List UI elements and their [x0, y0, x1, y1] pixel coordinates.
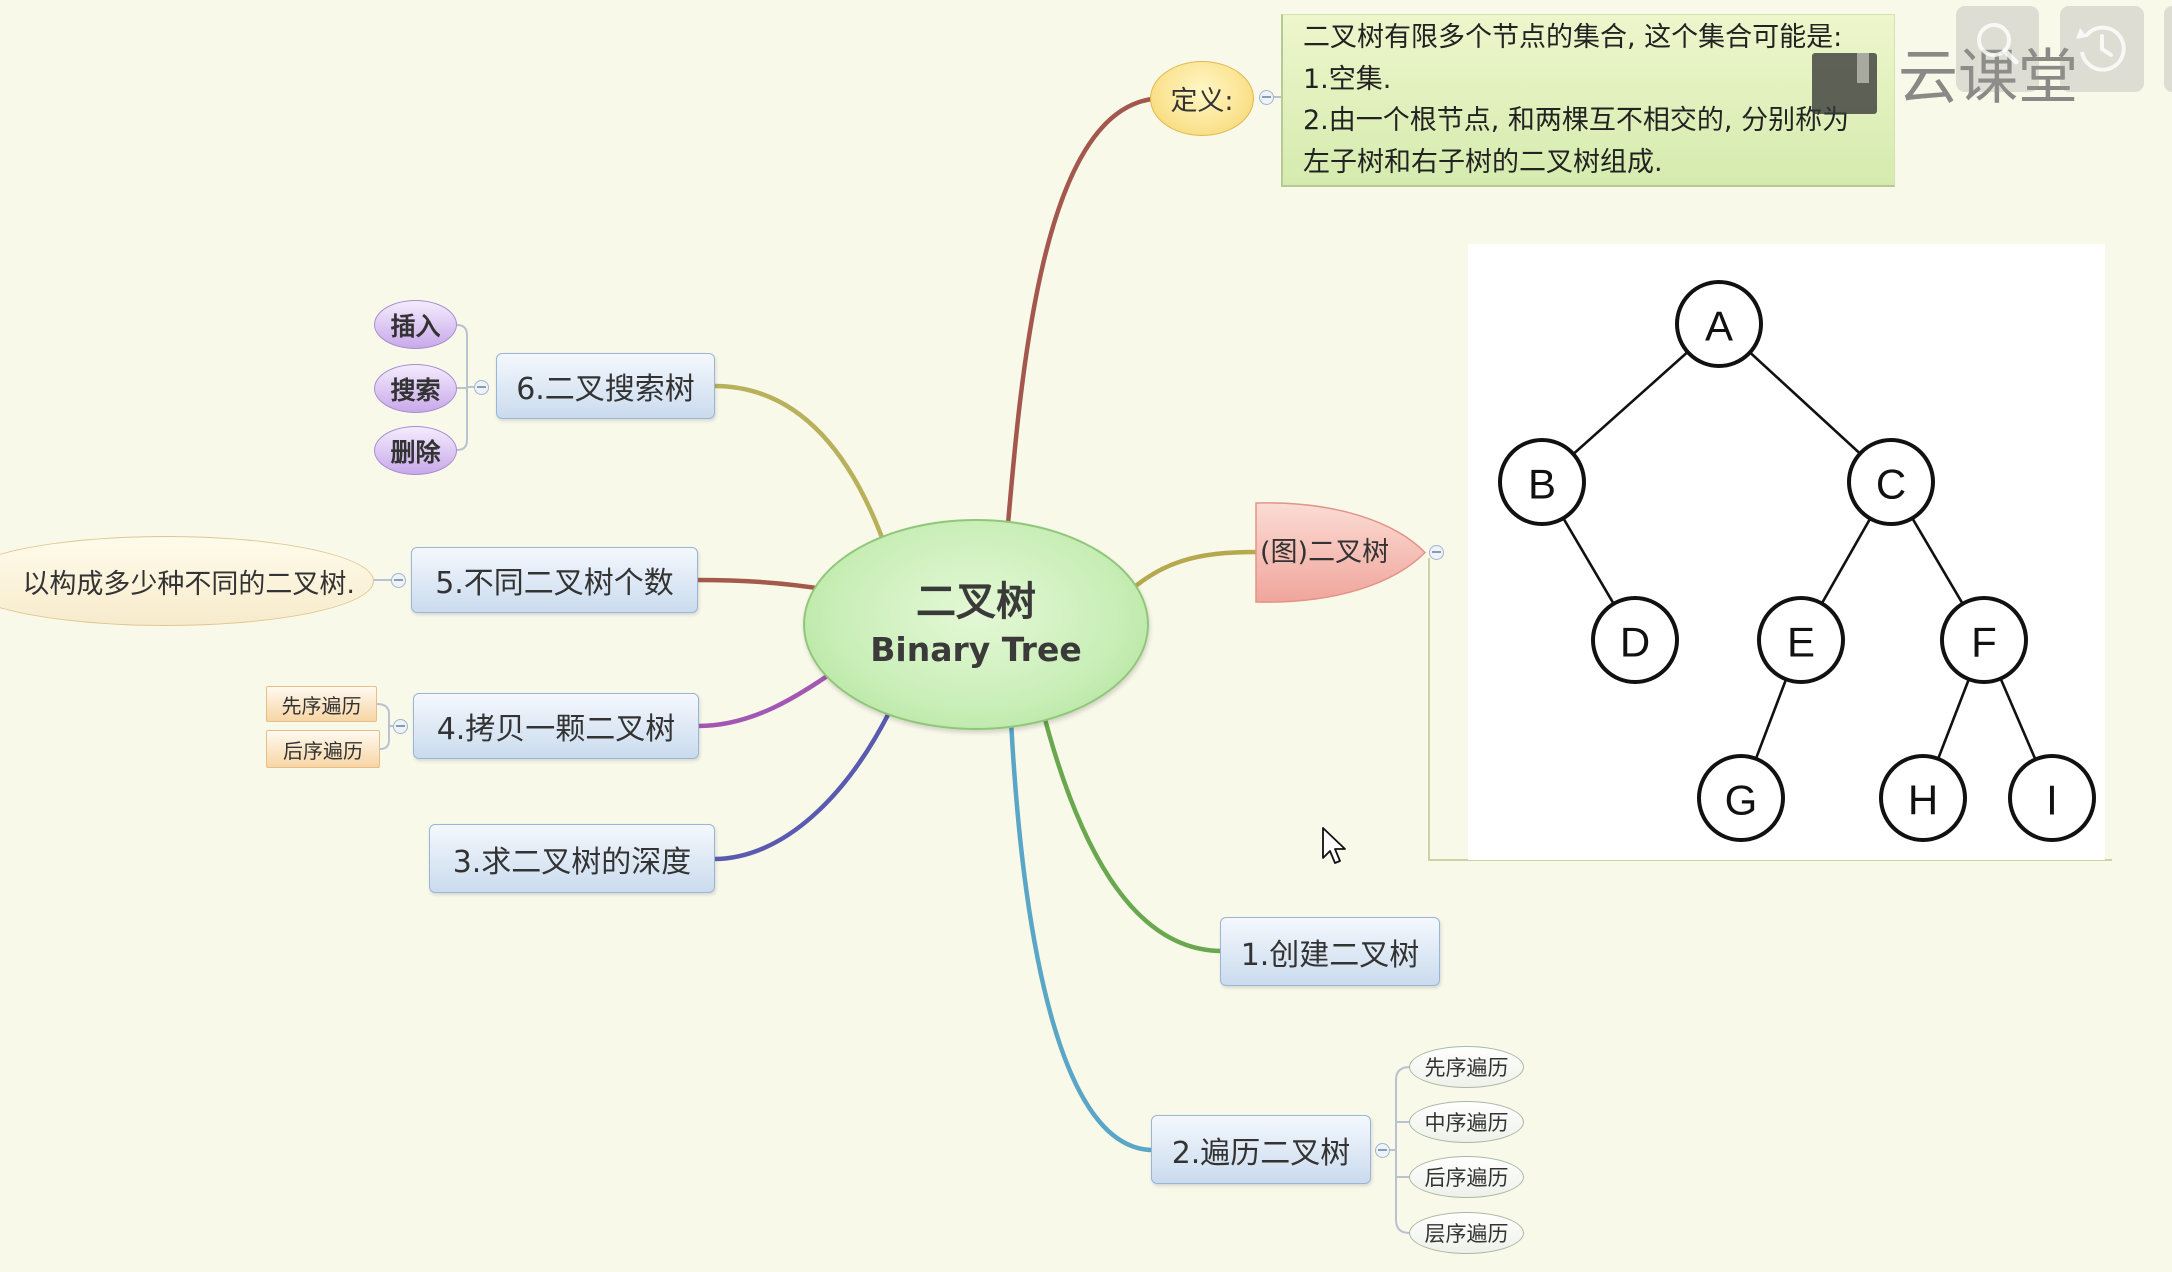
tree-node-circle	[1498, 438, 1586, 526]
collapse-toggle-definition[interactable]	[1258, 89, 1274, 105]
topic-bst[interactable]: 6.二叉搜索树	[496, 353, 715, 419]
tree-node-circle	[1847, 438, 1935, 526]
tree-node-label: D	[1620, 619, 1650, 666]
count-child-clip: 以构成多少种不同的二叉树.	[0, 536, 376, 628]
tree-node-label: B	[1528, 461, 1556, 508]
definition-label: 定义:	[1170, 86, 1234, 117]
subtopic-count-note[interactable]: 以构成多少种不同的二叉树.	[0, 536, 374, 626]
figure-topic-label: (图)二叉树	[1260, 537, 1390, 568]
collapse-toggle-bst[interactable]	[473, 379, 489, 395]
topic-label: 6.二叉搜索树	[516, 372, 695, 407]
topic-traverse[interactable]: 2.遍历二叉树	[1151, 1115, 1371, 1184]
tree-node-label: E	[1787, 619, 1815, 666]
tree-node-label: G	[1725, 777, 1758, 824]
branch-definition	[1002, 96, 1155, 563]
connector-traverse	[1389, 1066, 1411, 1234]
branch-create	[1037, 697, 1225, 954]
mouse-pointer-icon	[1322, 827, 1346, 864]
search-button[interactable]	[1956, 6, 2039, 92]
subtopic-inorder[interactable]: 中序遍历	[1409, 1101, 1524, 1143]
subtopic-search[interactable]: 搜索	[374, 364, 457, 413]
tree-node-label: C	[1876, 461, 1906, 508]
tree-node-circle	[1675, 280, 1763, 368]
subtopic-label: 以构成多少种不同的二叉树.	[22, 568, 355, 600]
branch-traverse	[1007, 697, 1156, 1153]
collapse-toggle-traverse[interactable]	[1374, 1142, 1390, 1158]
tree-node-circle	[1591, 596, 1679, 684]
definition-line: 二叉树有限多个节点的集合, 这个集合可能是:	[1303, 22, 1843, 53]
definition-line: 2.由一个根节点, 和两棵互不相交的, 分别称为	[1303, 105, 1850, 136]
logo-icon	[1812, 53, 1877, 114]
subtopic-label: 删除	[390, 437, 441, 467]
tree-node-circle	[2008, 754, 2096, 842]
branch-count	[694, 577, 833, 593]
subtopic-label: 插入	[390, 311, 441, 341]
subtopic-label: 先序遍历	[1424, 1056, 1509, 1080]
topic-label: 2.遍历二叉树	[1171, 1135, 1351, 1171]
definition-topic[interactable]: 定义:	[1150, 61, 1254, 136]
tree-node-label: I	[2046, 777, 2058, 824]
tree-node-label: F	[1971, 619, 1997, 666]
tree-node-label: H	[1908, 777, 1938, 824]
definition-line: 1.空集.	[1303, 63, 1392, 95]
subtopic-label: 搜索	[390, 375, 441, 405]
subtopic-copy-preorder[interactable]: 先序遍历	[266, 686, 377, 722]
definition-line: 左子树和右子树的二叉树组成.	[1303, 146, 1663, 178]
topic-depth[interactable]: 3.求二叉树的深度	[429, 824, 715, 893]
history-button[interactable]	[2060, 6, 2144, 92]
central-topic[interactable]: 二叉树 Binary Tree	[803, 519, 1149, 730]
branch-bst	[711, 383, 893, 563]
connector-figure	[1428, 558, 2112, 861]
branch-depth	[711, 687, 903, 862]
subtopic-label: 后序遍历	[283, 738, 363, 763]
search-icon	[1977, 23, 2019, 65]
overlay-button-partial[interactable]	[2164, 6, 2172, 92]
subtopic-levelorder[interactable]: 层序遍历	[1409, 1212, 1524, 1254]
collapse-toggle-count[interactable]	[390, 572, 406, 588]
tree-node-label: A	[1705, 303, 1733, 350]
connector-copy	[376, 703, 393, 750]
central-title-en: Binary Tree	[870, 629, 1082, 669]
binary-tree-figure: A B C D E F G H I	[1498, 280, 2096, 842]
topic-count[interactable]: 5.不同二叉树个数	[411, 547, 698, 613]
subtopic-label: 层序遍历	[1424, 1222, 1509, 1246]
tree-node-circle	[1697, 754, 1785, 842]
subtopic-label: 先序遍历	[281, 693, 362, 718]
connector-bst	[456, 324, 474, 451]
figure-topic[interactable]: (图)二叉树	[1254, 501, 1427, 604]
definition-note[interactable]: 二叉树有限多个节点的集合, 这个集合可能是: 1.空集. 2.由一个根节点, 和…	[1281, 14, 1895, 187]
subtopic-insert[interactable]: 插入	[374, 300, 457, 349]
subtopic-delete[interactable]: 删除	[374, 426, 457, 475]
topic-label: 5.不同二叉树个数	[435, 566, 674, 601]
subtopic-label: 后序遍历	[1424, 1166, 1509, 1190]
subtopic-postorder[interactable]: 后序遍历	[1409, 1156, 1524, 1198]
tree-node-circle	[1879, 754, 1967, 842]
subtopic-copy-postorder[interactable]: 后序遍历	[266, 730, 380, 768]
logo-notch	[1857, 53, 1869, 83]
central-title-zh: 二叉树	[916, 578, 1036, 625]
binary-tree-image: A B C D E F G H I	[1468, 244, 2105, 860]
topic-label: 4.拷贝一颗二叉树	[436, 712, 676, 747]
tree-node-circle	[1757, 596, 1845, 684]
figure-topic-shape	[1255, 502, 1427, 603]
topic-copy[interactable]: 4.拷贝一颗二叉树	[413, 693, 699, 759]
collapse-toggle-figure[interactable]	[1428, 544, 1444, 560]
topic-create[interactable]: 1.创建二叉树	[1220, 917, 1440, 986]
topic-label: 1.创建二叉树	[1240, 937, 1420, 973]
subtopic-preorder[interactable]: 先序遍历	[1409, 1046, 1524, 1088]
subtopic-label: 中序遍历	[1424, 1111, 1509, 1135]
tree-node-circle	[1940, 596, 2028, 684]
clock-icon	[2076, 25, 2126, 72]
collapse-toggle-copy[interactable]	[392, 718, 408, 734]
topic-label: 3.求二叉树的深度	[452, 844, 692, 880]
